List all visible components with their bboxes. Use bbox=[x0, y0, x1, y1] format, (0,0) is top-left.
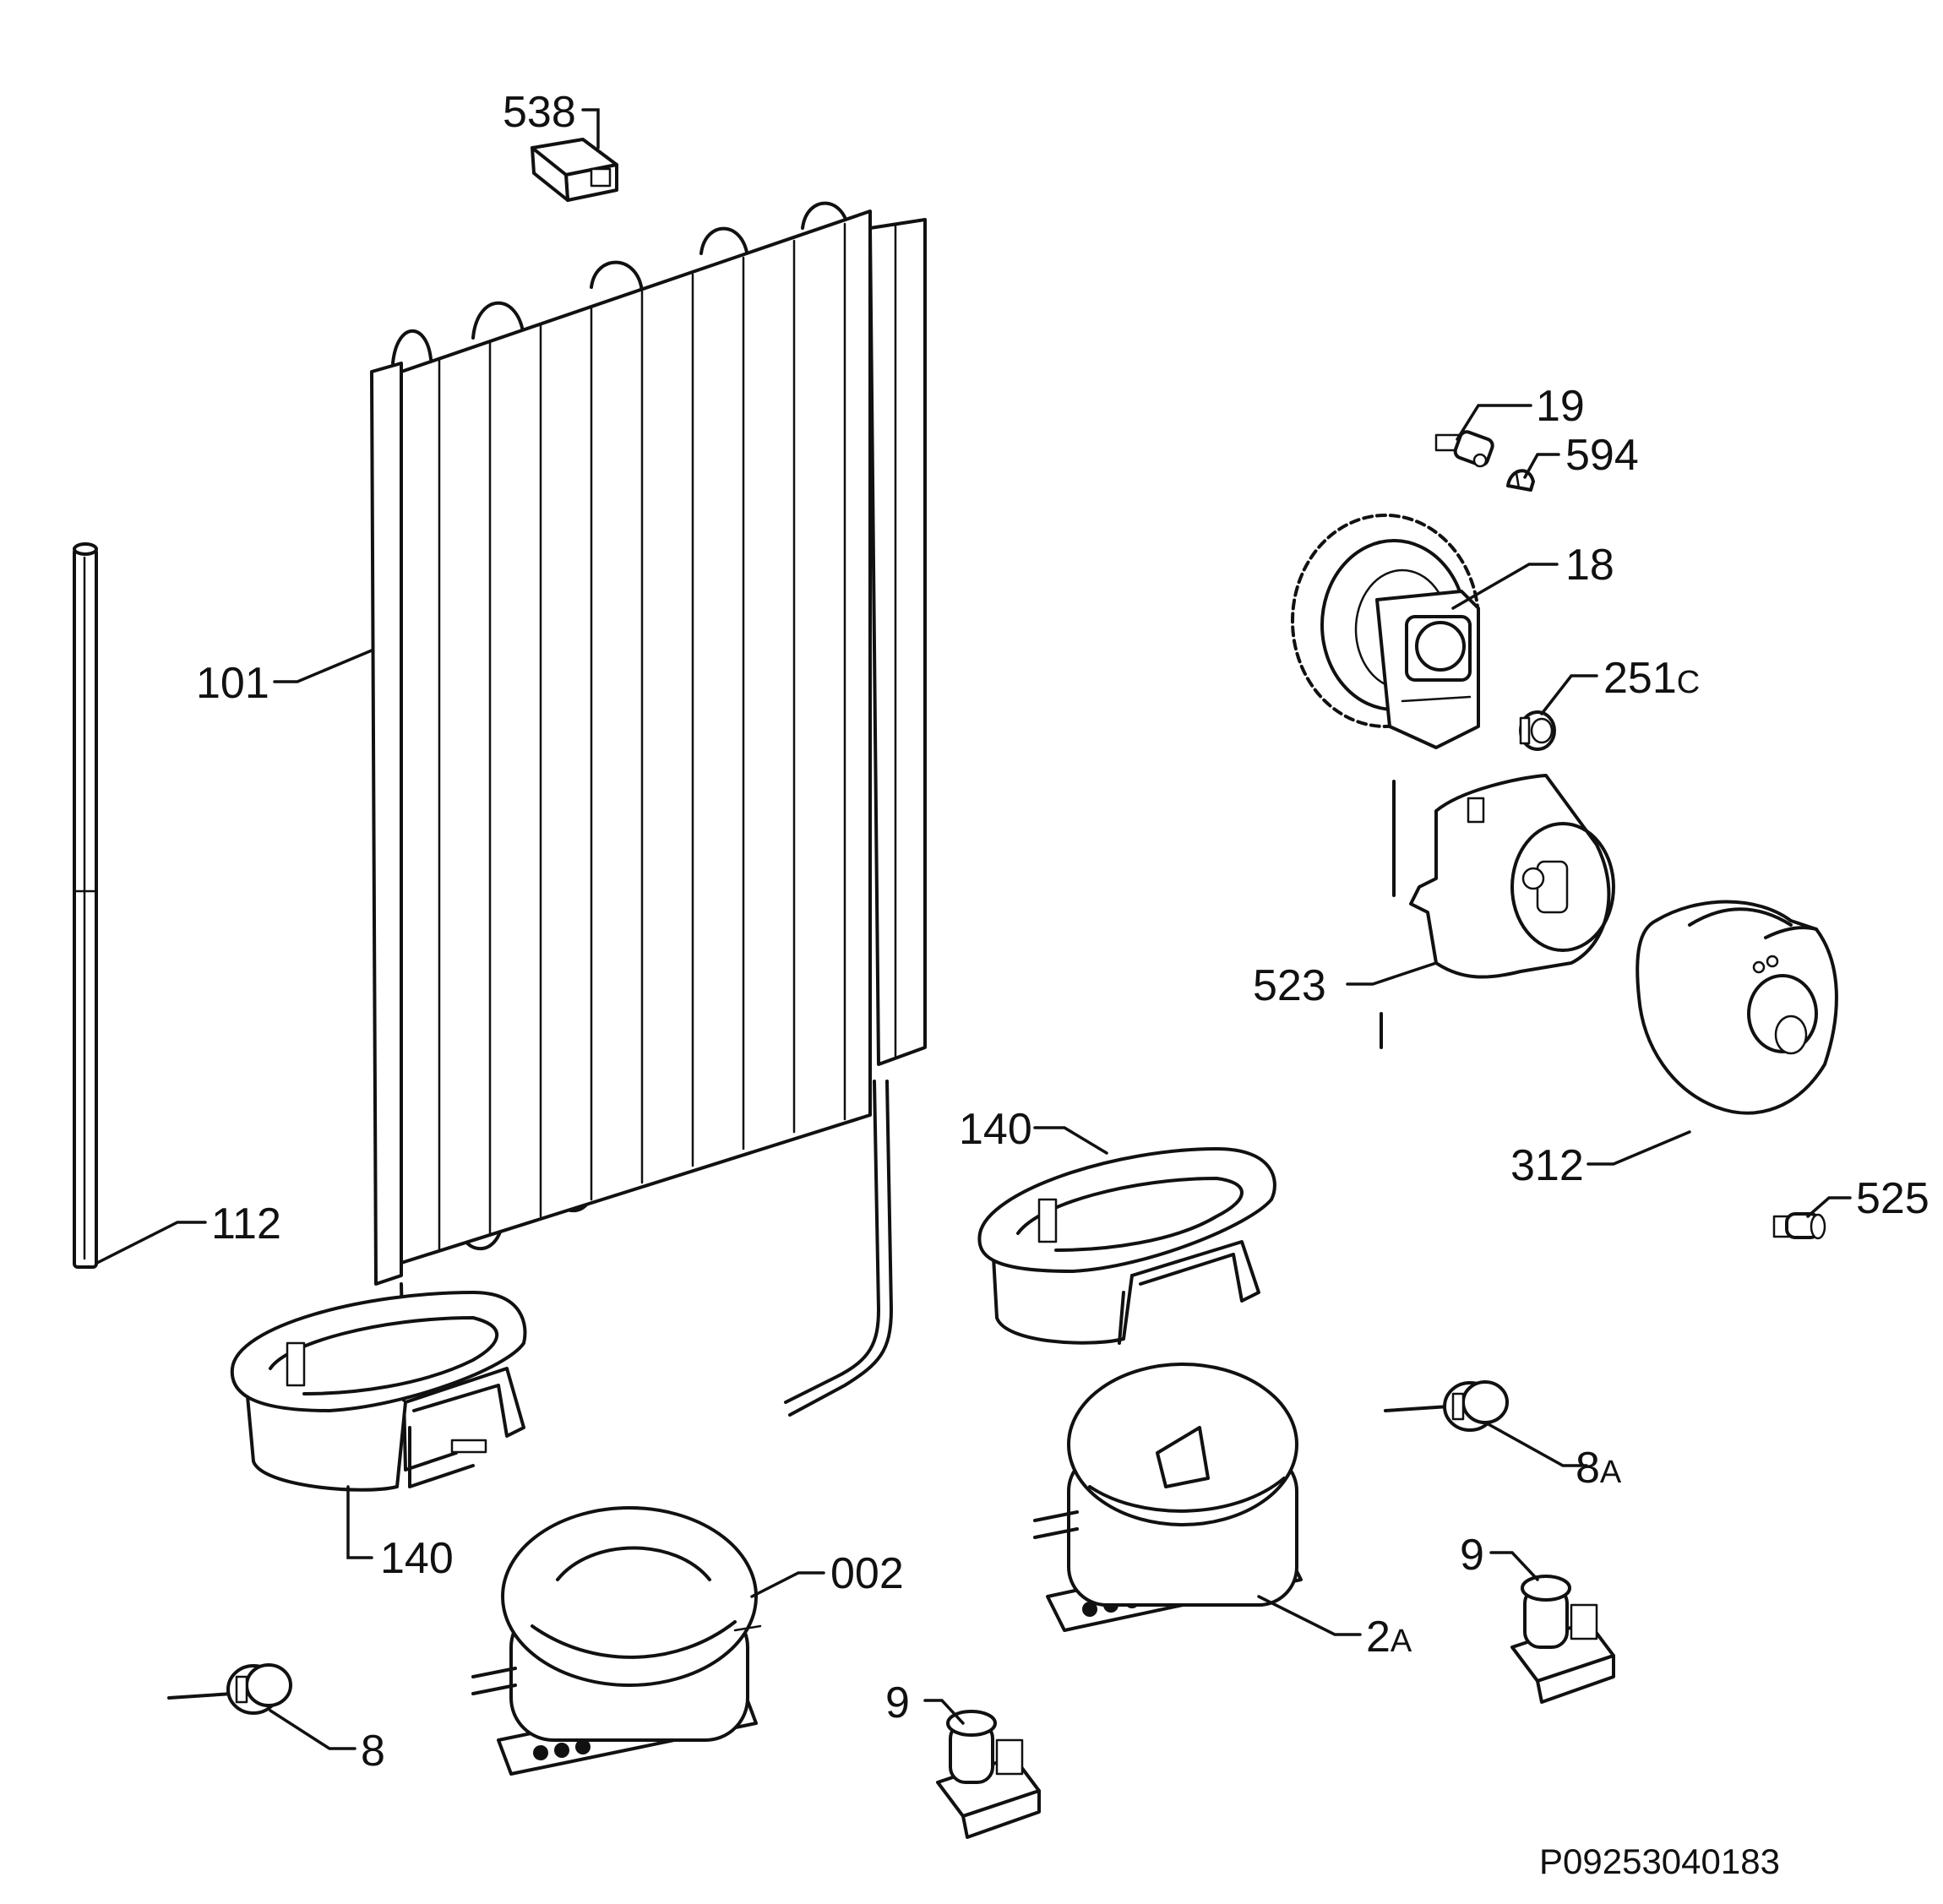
part-312-fan-cover bbox=[1635, 900, 1838, 1115]
callout-538: 538 bbox=[503, 88, 576, 137]
callout-9-bottom: 9 bbox=[885, 1678, 910, 1727]
callout-525: 525 bbox=[1856, 1174, 1929, 1223]
leader-112 bbox=[95, 1221, 207, 1265]
part-8a-relay bbox=[1384, 1380, 1509, 1432]
leader-312 bbox=[1587, 1130, 1691, 1166]
part-538-connector bbox=[531, 138, 618, 202]
part-112-tube bbox=[73, 542, 98, 1269]
callout-251c: 251C bbox=[1603, 654, 1700, 703]
leader-lines bbox=[95, 108, 1852, 1750]
part-19-lamp-holder bbox=[1434, 430, 1494, 468]
leader-8 bbox=[269, 1709, 356, 1750]
callout-140-left: 140 bbox=[380, 1534, 454, 1583]
callout-19: 19 bbox=[1536, 382, 1585, 431]
part-523-fan-bracket bbox=[1380, 774, 1615, 1049]
part-18-fan-motor bbox=[1291, 514, 1480, 749]
callout-8: 8 bbox=[361, 1727, 385, 1776]
part-251c-grommet bbox=[1519, 710, 1556, 751]
part-9-clip-right bbox=[1510, 1575, 1615, 1704]
part-594-cap bbox=[1506, 469, 1535, 492]
callout-112: 112 bbox=[211, 1200, 281, 1248]
callout-2a: 2A bbox=[1366, 1613, 1412, 1662]
leader-2a bbox=[1257, 1595, 1362, 1636]
callout-8a-suffix: A bbox=[1600, 1455, 1622, 1490]
callout-002: 002 bbox=[830, 1549, 904, 1598]
part-2a-compressor bbox=[1033, 1363, 1303, 1632]
part-9-clip-bottom bbox=[936, 1710, 1041, 1839]
part-8-relay bbox=[167, 1663, 292, 1715]
callout-9-right: 9 bbox=[1460, 1531, 1484, 1580]
callout-8a: 8A bbox=[1576, 1444, 1622, 1493]
leader-8a bbox=[1485, 1422, 1588, 1467]
leader-251c bbox=[1540, 674, 1598, 715]
part-101-condenser bbox=[370, 201, 927, 1472]
callout-312: 312 bbox=[1510, 1141, 1584, 1190]
callout-140-right: 140 bbox=[959, 1105, 1032, 1154]
leader-9-bottom bbox=[923, 1699, 965, 1725]
callout-2a-suffix: A bbox=[1391, 1624, 1412, 1659]
drawing-number: P09253040183 bbox=[1539, 1841, 1780, 1881]
leader-538 bbox=[581, 108, 600, 150]
leader-9-right bbox=[1489, 1551, 1539, 1581]
part-140-tray-left bbox=[230, 1291, 527, 1492]
callout-2a-number: 2 bbox=[1366, 1613, 1391, 1662]
leader-525 bbox=[1806, 1196, 1852, 1218]
callout-251c-suffix: C bbox=[1677, 665, 1700, 700]
callout-18: 18 bbox=[1565, 541, 1614, 590]
leader-140-left bbox=[346, 1485, 373, 1559]
leader-18 bbox=[1451, 563, 1559, 610]
part-002-compressor bbox=[471, 1506, 762, 1776]
callout-251c-number: 251 bbox=[1603, 654, 1677, 703]
leader-002 bbox=[750, 1571, 825, 1598]
callout-labels: 538 19 594 18 251C 101 523 312 140 525 1… bbox=[196, 88, 1929, 1776]
leader-19 bbox=[1456, 404, 1532, 441]
leader-594 bbox=[1523, 453, 1560, 479]
callout-594: 594 bbox=[1565, 431, 1639, 480]
leader-523 bbox=[1346, 961, 1438, 986]
leader-140-right bbox=[1033, 1126, 1108, 1155]
callout-523: 523 bbox=[1253, 961, 1326, 1010]
leader-101 bbox=[273, 649, 373, 683]
callout-101: 101 bbox=[196, 659, 269, 708]
callout-8a-number: 8 bbox=[1576, 1444, 1600, 1493]
part-525-lamp bbox=[1772, 1212, 1826, 1240]
part-140-tray-right bbox=[977, 1147, 1276, 1345]
